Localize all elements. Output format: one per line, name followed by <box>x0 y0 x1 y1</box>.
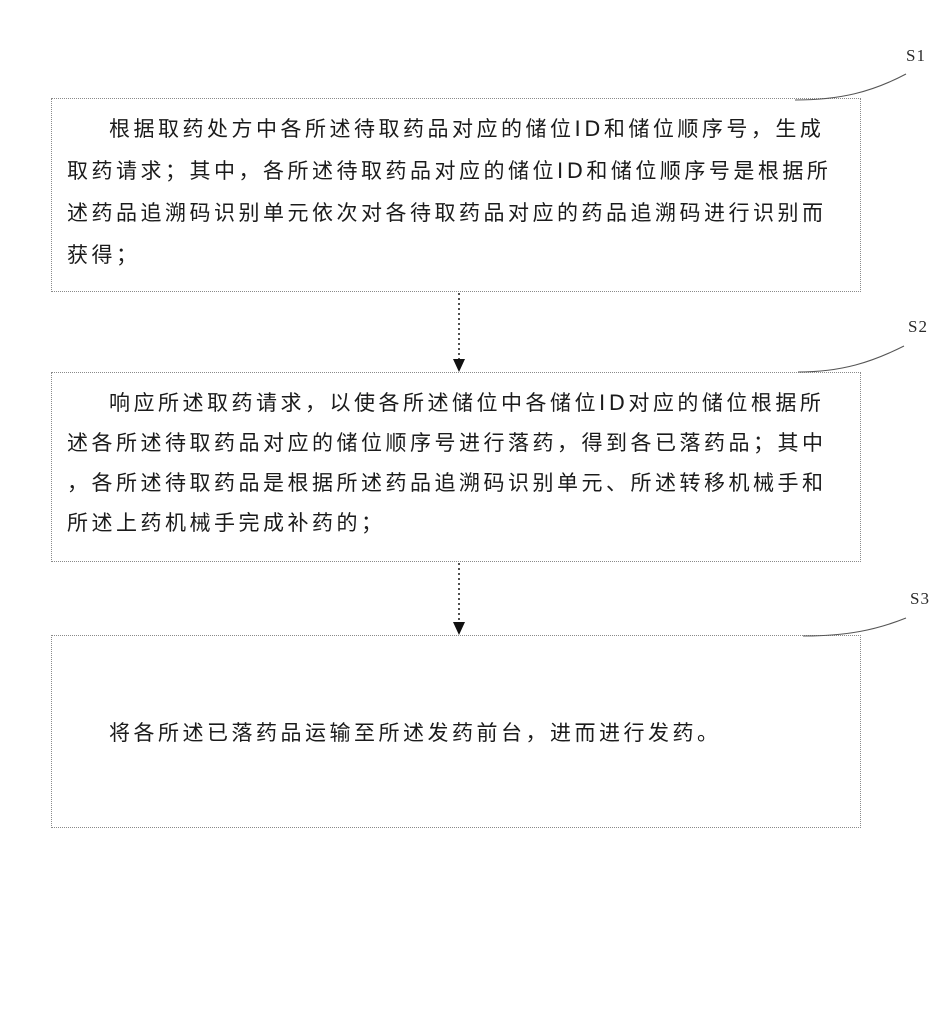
flow-step-2-line: ，各所述待取药品是根据所述药品追溯码识别单元、所述转移机械手和 <box>67 471 827 495</box>
flow-step-1-line: 述药品追溯码识别单元依次对各待取药品对应的药品追溯码进行识别而 <box>67 201 827 225</box>
flow-step-1-text: 根据取药处方中各所述待取药品对应的储位ID和储位顺序号，生成 取药请求；其中，各… <box>52 99 860 285</box>
arrowhead-down-icon <box>453 622 465 635</box>
flow-step-1-box: 根据取药处方中各所述待取药品对应的储位ID和储位顺序号，生成 取药请求；其中，各… <box>51 98 861 292</box>
flow-step-1-line: 根据取药处方中各所述待取药品对应的储位ID和储位顺序号，生成 <box>109 117 825 141</box>
step-label-s2: S2 <box>908 317 928 336</box>
leader-line-s1 <box>794 73 907 101</box>
flow-step-2-line: 述各所述待取药品对应的储位顺序号进行落药，得到各已落药品；其中 <box>67 431 827 455</box>
step-label-s1: S1 <box>906 46 926 65</box>
flow-step-2-box: 响应所述取药请求，以使各所述储位中各储位ID对应的储位根据所 述各所述待取药品对… <box>51 372 861 562</box>
flow-step-1-line: 取药请求；其中，各所述待取药品对应的储位ID和储位顺序号是根据所 <box>67 159 832 183</box>
flow-step-2-line: 所述上药机械手完成补药的； <box>67 511 386 535</box>
flow-step-2-text: 响应所述取药请求，以使各所述储位中各储位ID对应的储位根据所 述各所述待取药品对… <box>52 373 860 552</box>
flow-step-1-line: 获得； <box>67 243 141 267</box>
arrowhead-down-icon <box>453 359 465 372</box>
flow-step-3-text: 将各所述已落药品运输至所述发药前台，进而进行发药。 <box>52 708 737 756</box>
flow-step-3-line: 将各所述已落药品运输至所述发药前台，进而进行发药。 <box>109 720 722 745</box>
step-label-s3: S3 <box>910 589 930 608</box>
flow-step-3-box: 将各所述已落药品运输至所述发药前台，进而进行发药。 <box>51 635 861 828</box>
leader-line-s3 <box>802 617 907 637</box>
leader-line-s2 <box>797 345 905 373</box>
flow-step-2-line: 响应所述取药请求，以使各所述储位中各储位ID对应的储位根据所 <box>109 391 825 415</box>
